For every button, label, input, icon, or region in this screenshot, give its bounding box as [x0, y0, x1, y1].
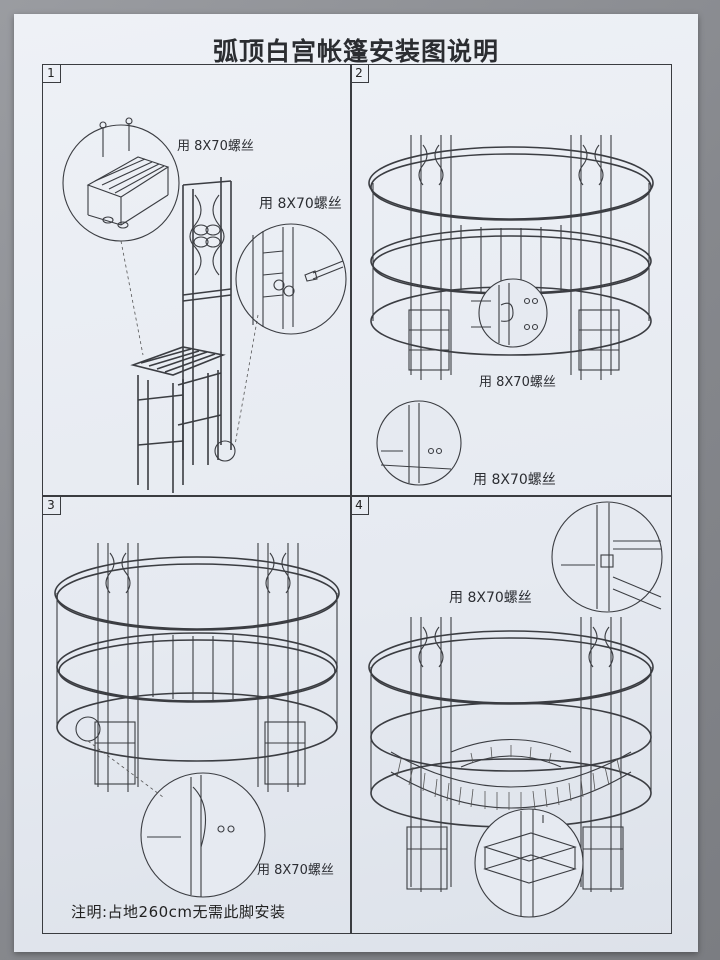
step-number: 3 — [42, 496, 61, 515]
page-title: 弧顶白宫帐篷安装图说明 — [212, 37, 499, 66]
step-number: 2 — [350, 64, 369, 83]
step-3-diagram — [54, 543, 340, 898]
step-1-diagram — [62, 117, 347, 493]
step-1-panel: 1 — [42, 64, 352, 496]
step-number: 1 — [42, 64, 61, 83]
screw-label: 用 8X70螺丝 — [473, 472, 556, 488]
step-number: 4 — [350, 496, 369, 515]
step-2-panel: 2 — [350, 64, 672, 496]
screw-label: 用 8X70螺丝 — [259, 196, 342, 212]
installation-note: 注明:占地260cm无需此脚安装 — [71, 903, 286, 921]
instruction-sheet: 弧顶白宫帐篷安装图说明 1 — [14, 14, 698, 952]
screw-label: 用 8X70螺丝 — [479, 375, 556, 390]
step-3-panel: 3 — [42, 496, 352, 934]
step-4-diagram — [368, 501, 663, 918]
step-2-diagram — [368, 135, 654, 486]
screw-label: 用 8X70螺丝 — [257, 863, 334, 878]
screw-label: 用 8X70螺丝 — [449, 590, 532, 606]
step-4-panel: 4 — [350, 496, 672, 934]
screw-label: 用 8X70螺丝 — [177, 139, 254, 154]
